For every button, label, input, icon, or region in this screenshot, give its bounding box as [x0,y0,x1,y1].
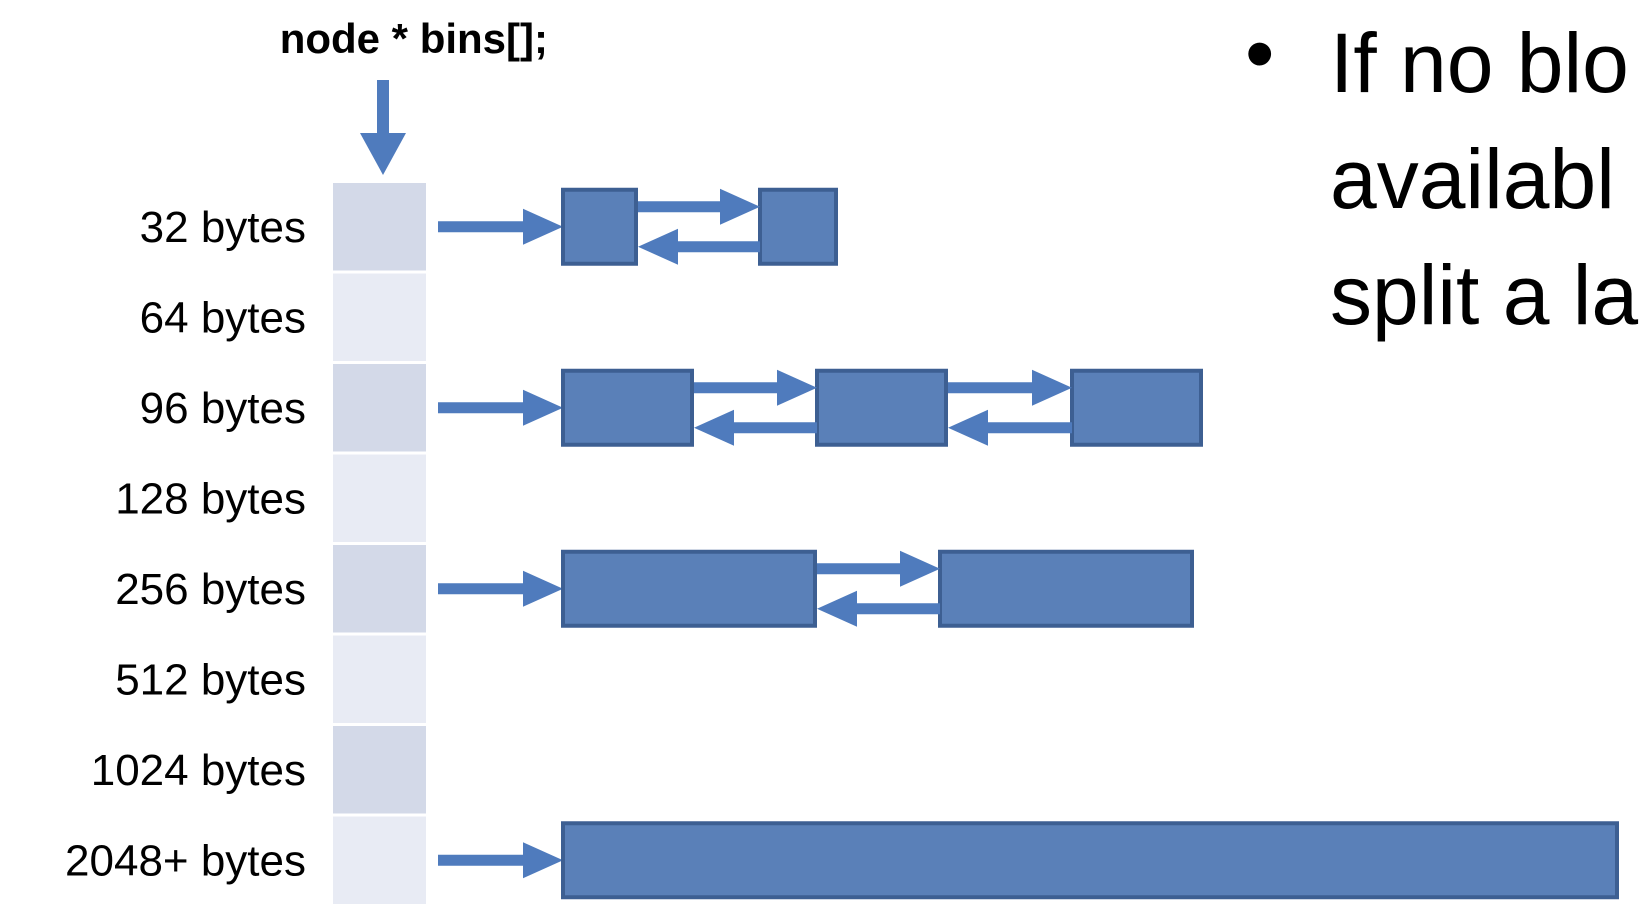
bin-label: 512 bytes [115,655,306,704]
bin-head-pointer-arrow [438,389,563,426]
bin-cell [333,364,426,452]
bullet-line-3: split a la [1330,248,1638,342]
bin-label: 128 bytes [115,474,306,523]
bin-label: 32 bytes [140,203,306,252]
bin-cell [333,183,426,271]
free-block [938,549,1194,628]
next-pointer-arrow [948,369,1072,406]
bullet-line-1: If no blo [1330,16,1629,110]
free-block [1070,368,1203,447]
next-pointer-arrow [638,188,760,225]
bullet-point: • If no blo availabl split a la [1245,6,1638,342]
bin-label: 64 bytes [140,293,306,342]
bins-array-title: node * bins[]; [280,15,548,62]
bin-head-pointer-arrow [438,208,563,245]
bin-label: 1024 bytes [91,746,306,795]
bin-cell [333,726,426,814]
free-block [815,368,948,447]
bin-row: 96 bytes [140,364,1203,452]
free-block [561,187,638,266]
free-block [561,821,1619,900]
bin-row: 256 bytes [115,545,1194,633]
prev-pointer-arrow [948,409,1072,446]
bin-label: 256 bytes [115,565,306,614]
bin-label: 2048+ bytes [65,836,306,885]
bin-head-pointer-arrow [438,570,563,607]
bullet-line-2: availabl [1330,132,1615,226]
prev-pointer-arrow [817,590,940,627]
bins-array: 32 bytes 64 bytes 96 bytes 128 bytes 256 byt… [65,183,1619,904]
bin-row: 128 bytes [115,454,426,542]
bin-row: 32 bytes [140,183,838,271]
free-block [561,549,817,628]
bullet-symbol: • [1245,6,1274,100]
bin-cell [333,816,426,904]
title-pointer-arrow [360,80,406,175]
bin-cell [333,454,426,542]
bin-row: 1024 bytes [91,726,426,814]
next-pointer-arrow [817,550,940,587]
free-block [561,368,694,447]
bin-label: 96 bytes [140,384,306,433]
bin-row: 512 bytes [115,635,426,723]
bin-cell [333,545,426,633]
bin-row: 64 bytes [140,273,426,361]
prev-pointer-arrow [638,228,760,265]
next-pointer-arrow [694,369,817,406]
prev-pointer-arrow [694,409,817,446]
bin-head-pointer-arrow [438,842,563,879]
bin-cell [333,273,426,361]
bin-row: 2048+ bytes [65,816,1619,904]
free-block [758,187,838,266]
bin-cell [333,635,426,723]
